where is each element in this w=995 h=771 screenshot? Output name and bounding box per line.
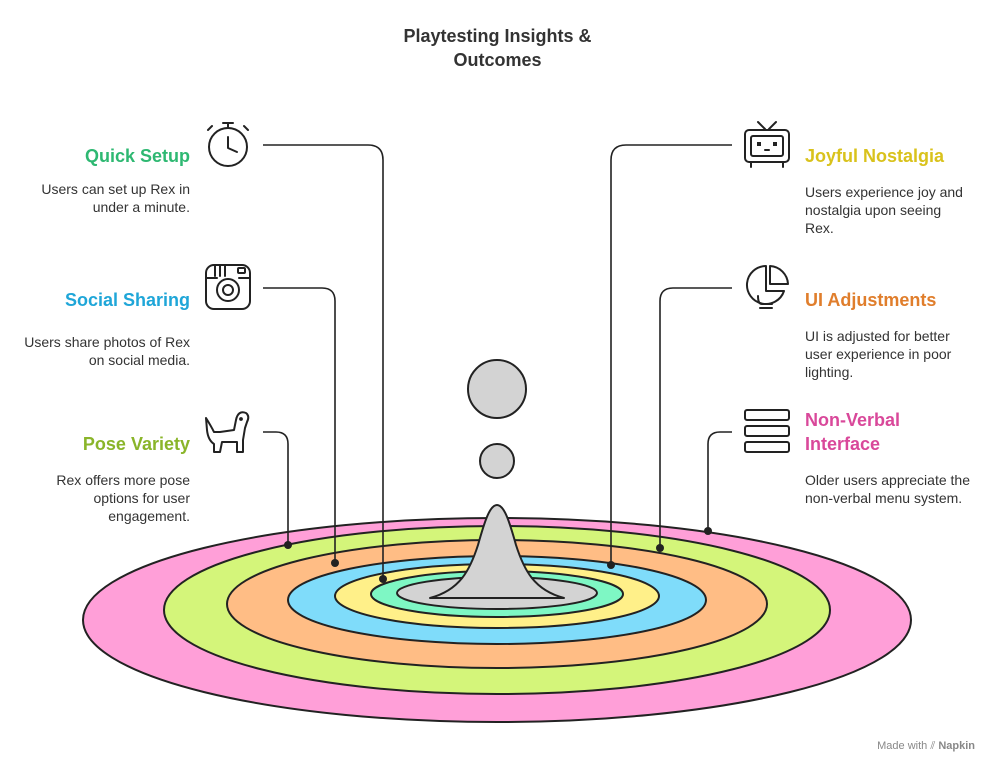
item-heading-ui-adjustments: UI Adjustments <box>805 290 937 310</box>
bulb-chart-icon <box>745 265 789 309</box>
credit-brand: Napkin <box>938 740 975 752</box>
diagram-title: Playtesting Insights & Outcomes <box>0 24 995 72</box>
connector-ui-adjustments <box>659 287 732 548</box>
item-heading-non-verbal-interface: Non-Verbal Interface <box>805 410 901 454</box>
connector-non-verbal <box>707 431 732 531</box>
connector-dot-ui-adjustments <box>656 544 664 552</box>
item-heading-social-sharing: Social Sharing <box>64 290 190 310</box>
made-with-credit[interactable]: Made with ⫽ Napkin <box>877 740 975 753</box>
droplet-large <box>467 359 527 419</box>
item-desc-joyful-nostalgia: Users experience joy and nostalgia upon … <box>805 184 963 236</box>
connector-social-sharing <box>263 287 336 563</box>
connector-dot-social-sharing <box>331 559 339 567</box>
connector-quick-setup <box>263 144 384 579</box>
item-heading-joyful-nostalgia: Joyful Nostalgia <box>805 146 945 166</box>
connector-dot-joyful-nostalgia <box>607 561 615 569</box>
title-line-1: Playtesting Insights & <box>403 26 592 46</box>
retro-tv-icon <box>744 121 790 168</box>
connector-pose-variety <box>263 431 289 545</box>
item-desc-ui-adjustments: UI is adjusted for better user experienc… <box>805 328 952 380</box>
napkin-logo-icon: ⫽ <box>930 740 936 752</box>
item-desc-quick-setup: Users can set up Rex in under a minute. <box>41 181 190 215</box>
connector-dot-non-verbal <box>704 527 712 535</box>
item-desc-non-verbal-interface: Older users appreciate the non-verbal me… <box>805 472 970 506</box>
dog-icon <box>205 411 250 453</box>
stopwatch-icon <box>207 122 249 167</box>
droplet-small <box>479 443 515 479</box>
splash-peak <box>429 504 565 599</box>
item-heading-quick-setup: Quick Setup <box>84 146 190 166</box>
credit-prefix: Made with <box>877 740 928 752</box>
item-heading-pose-variety: Pose Variety <box>82 434 190 454</box>
connector-dot-pose-variety <box>284 541 292 549</box>
camera-icon <box>205 264 251 310</box>
title-line-2: Outcomes <box>453 50 542 70</box>
connector-dot-quick-setup <box>379 575 387 583</box>
connector-joyful-nostalgia <box>610 144 732 565</box>
item-desc-social-sharing: Users share photos of Rex on social medi… <box>24 334 190 368</box>
menu-lines-icon <box>744 409 790 453</box>
item-desc-pose-variety: Rex offers more pose options for user en… <box>56 472 190 524</box>
